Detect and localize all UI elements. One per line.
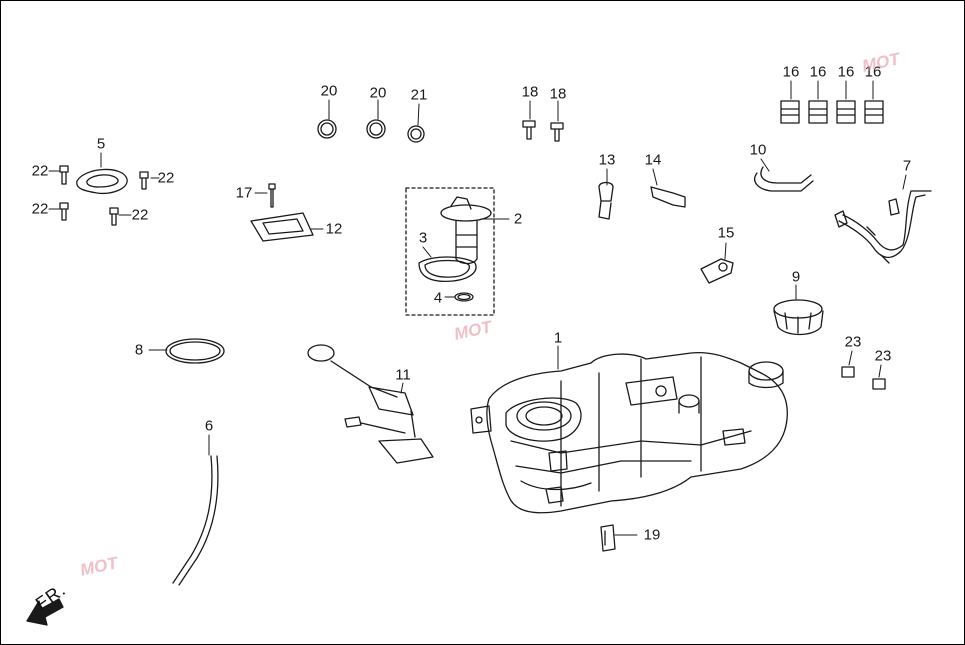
callout-label: 1 [553, 329, 563, 347]
bracket-part-5 [76, 168, 128, 195]
callout-label: 8 [134, 341, 144, 359]
callout-label: 10 [749, 141, 767, 159]
fuel-pump-assembly-box [405, 187, 495, 316]
wire-harness-part-7 [834, 190, 932, 264]
callout-label: 5 [96, 135, 106, 153]
pump-gasket-part-3 [418, 256, 477, 283]
fuel-sender-part-11 [307, 344, 434, 464]
callout-label: 23 [874, 347, 892, 365]
drain-hose-part-6 [172, 455, 219, 586]
bolt-part-22 [59, 165, 149, 226]
breather-hose-part-10 [754, 166, 814, 192]
ring-gasket-part-8 [165, 338, 225, 364]
screw-part-18 [522, 120, 564, 142]
callout-label: 11 [395, 366, 411, 384]
callout-label: 4 [433, 289, 443, 307]
callout-label: 20 [369, 84, 387, 102]
callout-label: 22 [157, 169, 175, 187]
callout-label: 7 [902, 157, 912, 175]
callout-label: 16 [837, 63, 855, 81]
callout-label: 18 [521, 83, 539, 101]
leader-lines [48, 80, 907, 536]
callout-label: 20 [320, 82, 338, 100]
clip-part-13 [598, 181, 614, 220]
fuel-pump-part-2 [440, 196, 492, 265]
callout-label: 15 [717, 224, 735, 242]
hose-clamp-part-20 [317, 119, 386, 139]
callout-label: 9 [791, 268, 801, 286]
callout-label: 22 [31, 200, 49, 218]
callout-label: 17 [235, 184, 253, 202]
bolt-part-23 [841, 366, 886, 390]
clamp-part-15 [700, 258, 734, 284]
callout-label: 14 [644, 151, 662, 169]
o-ring-part-4 [454, 292, 474, 302]
callout-label: 19 [643, 526, 661, 544]
callout-label: 16 [809, 63, 827, 81]
fuel-tank-part-1 [470, 351, 788, 514]
callout-label: 21 [410, 86, 428, 104]
rubber-mount-part-16 [780, 100, 884, 124]
mounting-plate-part-12 [250, 212, 314, 242]
callout-label: 22 [31, 162, 49, 180]
callout-label: 2 [513, 210, 523, 228]
fuel-cap-part-9 [773, 299, 824, 336]
callout-label: 12 [325, 220, 343, 238]
callout-label: 3 [418, 229, 428, 247]
screw-part-17 [268, 183, 276, 208]
clip-part-14 [650, 186, 686, 208]
front-direction-arrow-icon [26, 598, 64, 626]
callout-label: 16 [864, 63, 882, 81]
callout-label: 16 [782, 63, 800, 81]
callout-label: 6 [204, 417, 214, 435]
callout-label: 22 [131, 206, 149, 224]
callout-label: 23 [844, 333, 862, 351]
callout-label: 18 [549, 85, 567, 103]
hose-clamp-part-21 [407, 125, 425, 143]
callout-label: 13 [598, 151, 616, 169]
clip-part-19 [600, 524, 616, 552]
